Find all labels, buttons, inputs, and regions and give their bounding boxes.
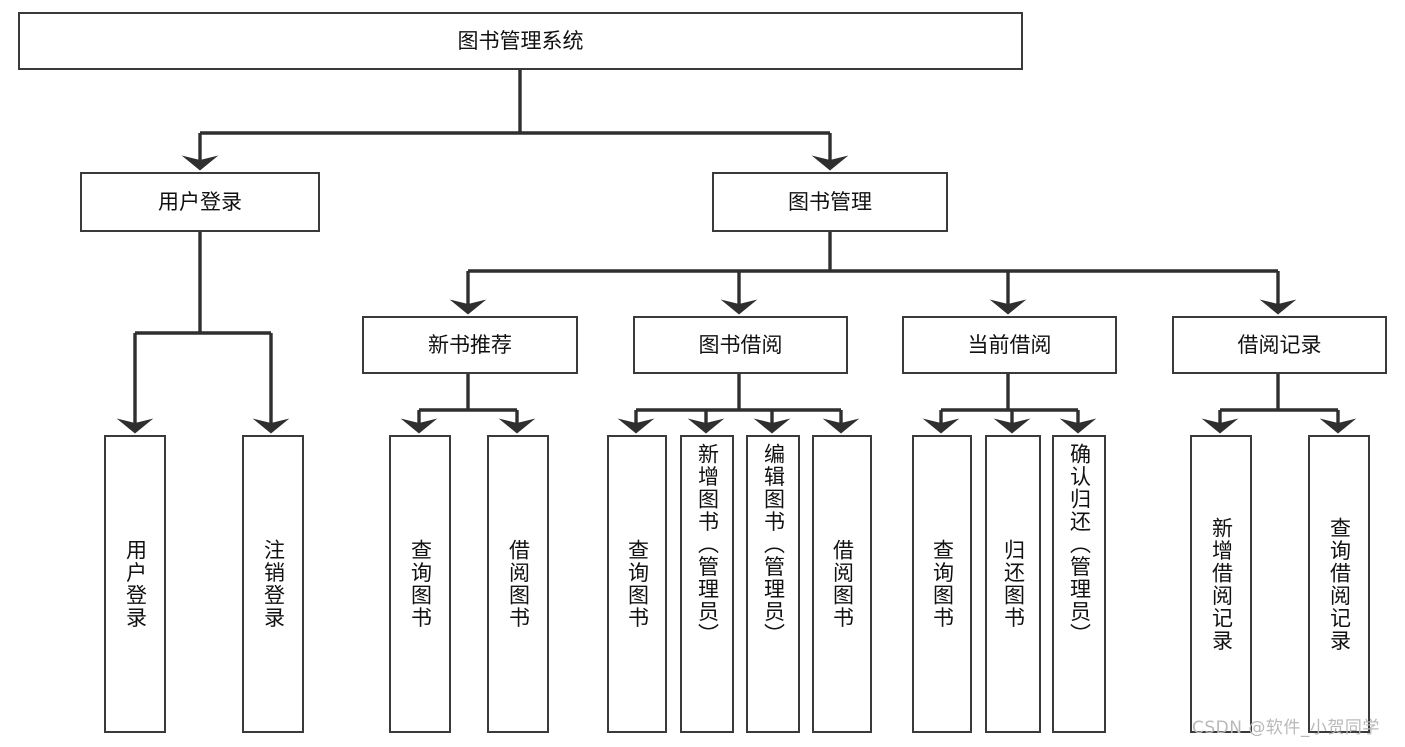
node-user-login-label: 用户登录 [158,189,242,214]
node-root-label: 图书管理系统 [457,28,584,53]
node-leaf-edit-book[interactable]: 编辑图书（管理员） [746,435,800,733]
node-leaf-return-book-label: 归还图书 [1001,539,1026,629]
node-leaf-edit-book-label: 编辑图书（管理员） [761,443,786,646]
node-book-manage[interactable]: 图书管理 [712,172,948,232]
node-leaf-add-record-label: 新增借阅记录 [1209,516,1234,652]
node-new-book-recommend[interactable]: 新书推荐 [362,316,578,374]
node-leaf-query-book-1[interactable]: 查询图书 [389,435,451,733]
node-leaf-add-book-label: 新增图书（管理员） [695,443,720,646]
node-leaf-logout-label: 注销登录 [261,539,286,629]
node-leaf-return-book[interactable]: 归还图书 [985,435,1041,733]
node-leaf-query-book-3[interactable]: 查询图书 [912,435,972,733]
node-leaf-user-login-label: 用户登录 [123,539,148,629]
node-new-book-recommend-label: 新书推荐 [428,332,512,357]
node-leaf-confirm-return-label: 确认归还（管理员） [1067,443,1092,646]
node-leaf-add-record[interactable]: 新增借阅记录 [1190,435,1252,733]
node-leaf-query-book-3-label: 查询图书 [930,539,955,629]
node-leaf-query-record[interactable]: 查询借阅记录 [1308,435,1370,733]
node-leaf-query-book-2[interactable]: 查询图书 [607,435,667,733]
node-leaf-add-book[interactable]: 新增图书（管理员） [680,435,734,733]
node-borrow-record[interactable]: 借阅记录 [1172,316,1387,374]
node-leaf-query-book-2-label: 查询图书 [625,539,650,629]
node-book-borrow[interactable]: 图书借阅 [633,316,848,374]
node-leaf-borrow-book-1-label: 借阅图书 [506,539,531,629]
node-leaf-query-record-label: 查询借阅记录 [1327,516,1352,652]
node-leaf-confirm-return[interactable]: 确认归还（管理员） [1052,435,1106,733]
node-leaf-borrow-book-1[interactable]: 借阅图书 [487,435,549,733]
node-root[interactable]: 图书管理系统 [18,12,1023,70]
node-book-borrow-label: 图书借阅 [698,332,783,357]
node-leaf-borrow-book-2-label: 借阅图书 [830,539,855,629]
node-current-borrow-label: 当前借阅 [967,332,1052,357]
node-leaf-user-login[interactable]: 用户登录 [104,435,166,733]
node-leaf-logout[interactable]: 注销登录 [242,435,304,733]
node-current-borrow[interactable]: 当前借阅 [902,316,1117,374]
node-leaf-query-book-1-label: 查询图书 [408,539,433,629]
node-leaf-borrow-book-2[interactable]: 借阅图书 [812,435,872,733]
node-borrow-record-label: 借阅记录 [1237,332,1322,357]
node-book-manage-label: 图书管理 [788,189,872,214]
node-user-login[interactable]: 用户登录 [80,172,320,232]
